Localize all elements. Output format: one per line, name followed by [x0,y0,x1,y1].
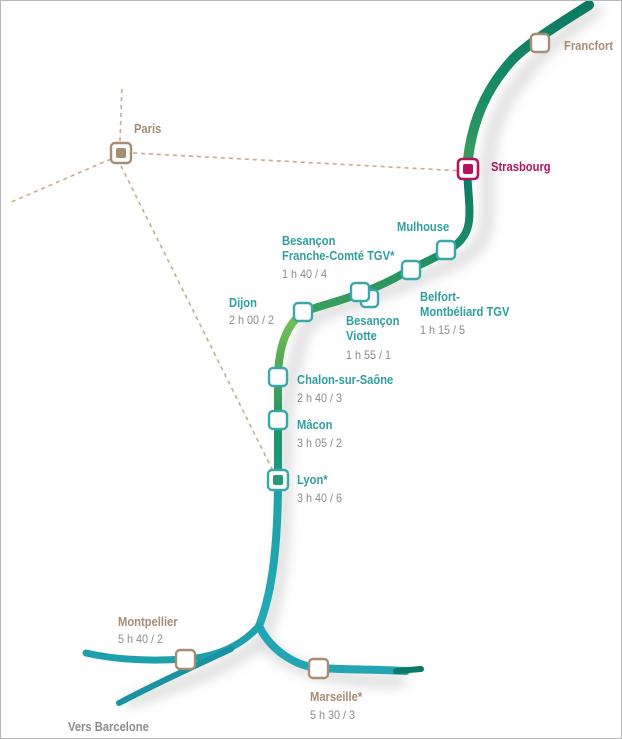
label-dijon: Dijon [229,295,257,310]
time-besancon-tgv: 1 h 40 / 4 [282,267,328,281]
main-rail-line [82,1,594,706]
time-marseille: 5 h 30 / 3 [310,708,356,722]
station-marker-macon[interactable] [267,409,289,431]
station-marker-belfort[interactable] [400,259,422,281]
label-vers-barcelone: Vers Barcelone [68,719,149,734]
time-besancon-viotte: 1 h 55 / 1 [346,348,392,362]
station-marker-dijon[interactable] [292,301,314,323]
dashed-link-paris-north [119,85,123,142]
label-strasbourg: Strasbourg [491,159,551,174]
dashed-links [8,85,465,480]
dashed-link-paris-strasbourg [132,152,465,172]
station-marker-besancon-tgv[interactable] [349,281,371,303]
line-segment-lyon-junction [255,475,282,630]
label-marseille: Marseille* [310,689,363,704]
label-francfort: Francfort [564,38,614,53]
line-branch-marseille [255,622,410,675]
label-macon: Mâcon [297,417,333,432]
time-macon: 3 h 05 / 2 [297,436,343,450]
label-lyon: Lyon* [297,472,328,487]
time-lyon: 3 h 40 / 6 [297,491,343,505]
label-mulhouse: Mulhouse [397,219,450,234]
time-chalon: 2 h 40 / 3 [297,391,343,405]
dashed-link-paris-lyon [120,165,278,480]
line-segment-francfort-strasbourg [462,1,594,174]
station-marker-mulhouse[interactable] [435,239,457,261]
label-montpellier: Montpellier [118,614,178,629]
station-marker-chalon[interactable] [267,366,289,388]
station-marker-montpellier[interactable] [174,648,197,671]
label-besancon-viotte-line2: Viotte [346,328,377,343]
label-belfort-line1: Belfort- [420,289,460,304]
line-branch-barcelone [116,646,234,706]
label-chalon: Chalon-sur-Saône [297,372,394,387]
label-paris: Paris [134,121,162,136]
station-marker-francfort[interactable] [529,32,551,54]
label-besancon-tgv-line1: Besançon [282,233,336,248]
dashed-link-paris-west [8,158,112,204]
label-besancon-viotte-line1: Besançon [346,313,400,328]
label-besancon-tgv-line2: Franche-Comté TGV* [282,248,395,263]
label-belfort-line2: Montbéliard TGV [420,304,510,319]
time-montpellier: 5 h 40 / 2 [118,632,164,646]
station-marker-marseille[interactable] [307,657,330,680]
time-dijon: 2 h 00 / 2 [229,313,275,327]
time-belfort: 1 h 15 / 5 [420,323,466,337]
station-markers [109,32,551,680]
